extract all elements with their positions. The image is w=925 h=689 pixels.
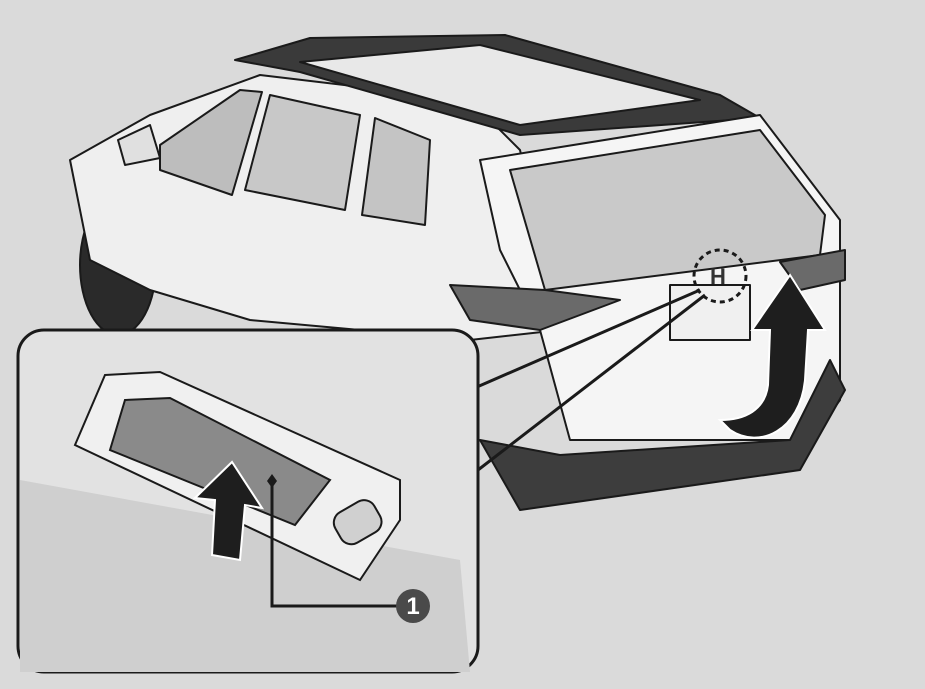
detail-inset xyxy=(16,328,480,674)
leader-line-top xyxy=(469,288,701,392)
emblem-highlight-circle xyxy=(692,248,748,304)
callout-number: 1 xyxy=(406,593,419,620)
tailgate-button xyxy=(332,499,383,546)
vehicle xyxy=(69,34,846,511)
lift-up-arrow-icon xyxy=(717,273,827,439)
leader-line-bottom xyxy=(477,293,706,472)
tailgate-handle-recess xyxy=(108,396,332,527)
callout-leader-line xyxy=(270,480,398,608)
callout-1: 1 xyxy=(396,589,430,623)
pull-up-arrow-icon xyxy=(192,460,265,562)
brand-emblem: H xyxy=(710,264,726,289)
